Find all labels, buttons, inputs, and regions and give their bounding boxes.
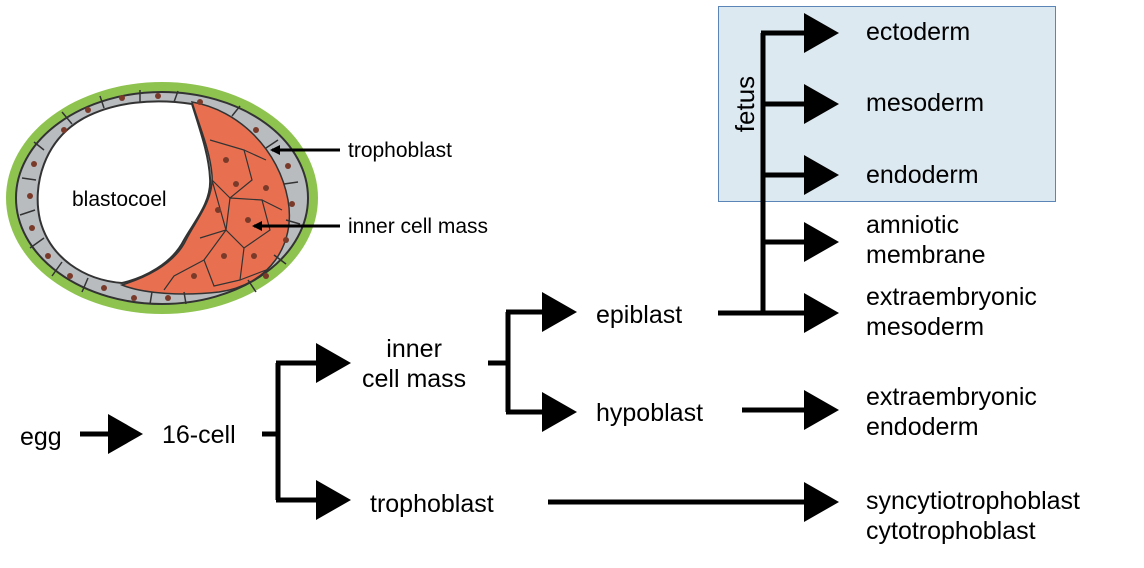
hypoblast-label: hypoblast (596, 399, 704, 427)
cell16-label: 16-cell (162, 421, 236, 449)
blastocoel-cavity (36, 100, 212, 285)
trophoblast-pointer-label: trophoblast (348, 139, 452, 162)
mesoderm-label: mesoderm (866, 89, 985, 117)
ectoderm-label: ectoderm (866, 18, 971, 46)
trophoblast-label: trophoblast (370, 490, 494, 518)
syncytio-label: syncytiotrophoblast cytotrophoblast (866, 487, 1081, 545)
icm-label: inner cell mass (362, 335, 467, 393)
icm-pointer-label: inner cell mass (348, 215, 489, 238)
epiblast-label: epiblast (596, 301, 683, 329)
extra-meso-label: extraembryonic mesoderm (866, 283, 1037, 341)
fetus-label: fetus (730, 75, 760, 133)
blastocyst-illustration (6, 82, 318, 314)
endoderm-label: endoderm (866, 161, 979, 189)
amniotic-label: amniotic membrane (866, 211, 986, 269)
extra-endo-label: extraembryonic endoderm (866, 383, 1037, 441)
egg-label: egg (20, 423, 62, 451)
blastocoel-label: blastocoel (72, 188, 167, 211)
